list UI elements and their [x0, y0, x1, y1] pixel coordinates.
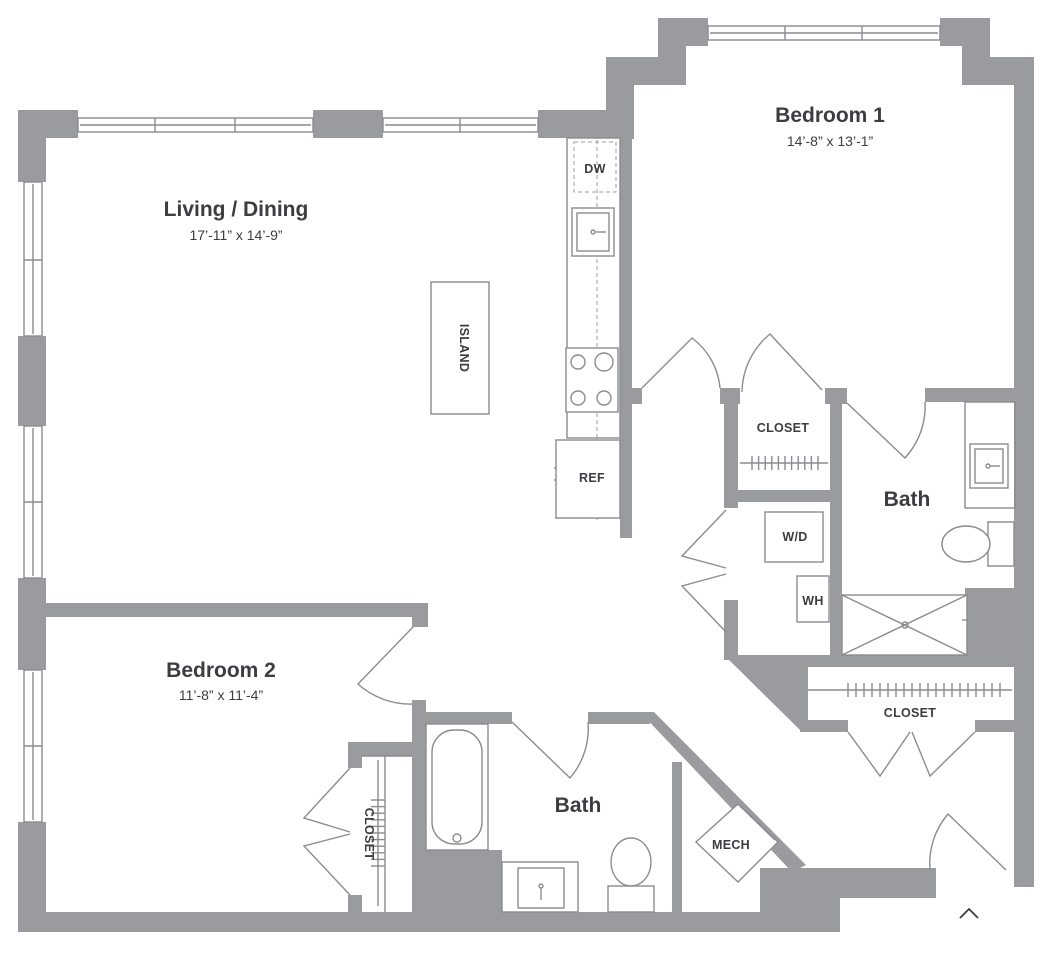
living-dining-name: Living / Dining — [164, 198, 309, 221]
water-heater — [796, 575, 830, 623]
refrigerator-label: REF — [579, 471, 605, 485]
bedroom-1-name: Bedroom 1 — [775, 104, 885, 127]
kitchen-island — [430, 281, 490, 415]
kitchen — [430, 137, 621, 520]
laundry — [694, 511, 830, 883]
bath-1-fixtures — [841, 401, 1016, 656]
bedroom-2-name: Bedroom 2 — [166, 659, 276, 682]
island-label: ISLAND — [457, 324, 471, 372]
windows — [23, 25, 941, 823]
closet-bedroom-1-label: CLOSET — [757, 421, 810, 435]
living-dining-dims: 17’-11” x 14’-9” — [189, 227, 282, 243]
chevron-up-icon — [959, 907, 979, 919]
washer-dryer-label: W/D — [782, 530, 807, 544]
mech-label: MECH — [712, 838, 750, 852]
interior-walls — [18, 138, 1015, 915]
bedroom-1-dims: 14’-8” x 13’-1” — [787, 133, 874, 149]
closet-hall-label: CLOSET — [884, 706, 937, 720]
closet-rods — [362, 456, 1012, 912]
water-heater-label: WH — [802, 594, 823, 608]
kitchen-sink — [571, 207, 615, 257]
dishwasher-label: DW — [584, 162, 605, 176]
dishwasher — [573, 141, 617, 193]
doors — [302, 333, 1007, 896]
washer-dryer — [764, 511, 824, 563]
exterior-walls — [18, 18, 1034, 932]
room-labels: Living / Dining 17’-11” x 14’-9” Bedroom… — [164, 104, 937, 861]
bath-2-fixtures — [425, 723, 655, 913]
bath-1-name: Bath — [884, 488, 931, 511]
stove — [565, 347, 619, 413]
refrigerator — [555, 439, 621, 519]
bedroom-2-dims: 11’-8” x 11’-4” — [179, 687, 264, 703]
closet-bedroom-2-label: CLOSET — [362, 808, 376, 861]
bath-2-name: Bath — [555, 794, 602, 817]
